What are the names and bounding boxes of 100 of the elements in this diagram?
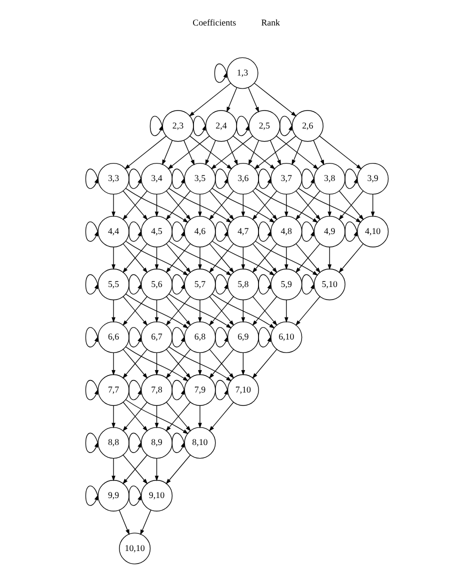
arrow: [252, 349, 278, 379]
arrow: [255, 188, 318, 223]
arrow: [215, 327, 228, 348]
arrow: [154, 300, 159, 323]
arrow: [198, 194, 202, 218]
arrow: [215, 221, 228, 242]
arrow: [124, 136, 167, 170]
arrow: [295, 296, 320, 326]
arrow: [252, 243, 278, 273]
arrow: [150, 116, 163, 136]
arrow: [128, 274, 142, 295]
arrow: [85, 168, 98, 189]
arrow: [270, 140, 281, 166]
arrow: [252, 190, 278, 220]
arrow: [140, 510, 152, 536]
arrow: [241, 194, 246, 218]
arrow: [258, 168, 271, 189]
arrow: [85, 327, 98, 348]
arrow: [328, 194, 332, 218]
arrow: [85, 380, 98, 400]
arrow: [166, 402, 191, 432]
node-circle: 2,4: [205, 110, 237, 142]
arrow: [292, 140, 302, 166]
arrow: [258, 274, 271, 295]
arrow: [280, 116, 292, 136]
arrow: [154, 246, 159, 270]
arrow: [128, 327, 142, 348]
arrow: [125, 346, 188, 382]
arrow: [319, 136, 362, 170]
arrow: [154, 194, 159, 218]
arrow: [344, 168, 358, 189]
arrow: [215, 274, 228, 295]
arrow: [112, 352, 116, 376]
arrow: [205, 140, 216, 166]
node-circle: 8,10: [184, 427, 216, 459]
arrow: [172, 327, 185, 348]
arrow: [112, 405, 116, 428]
arrow: [172, 221, 185, 242]
arrow: [255, 240, 318, 276]
arrow: [112, 246, 116, 270]
arrow: [241, 300, 246, 323]
arrow: [166, 190, 191, 220]
arrow: [215, 380, 228, 400]
node-circle: 8,9: [140, 427, 173, 459]
arrow: [210, 136, 253, 170]
arrow: [85, 486, 98, 506]
arrow: [301, 221, 314, 242]
arrow: [166, 349, 191, 379]
arrow: [128, 221, 142, 242]
arrow: [232, 136, 276, 170]
node-circle: 1,3: [226, 57, 258, 89]
arrow: [125, 188, 188, 223]
node-circle: 8,8: [98, 427, 130, 459]
arrow: [168, 294, 232, 328]
arrow: [190, 136, 232, 170]
arrow: [112, 194, 116, 218]
arrow: [212, 294, 275, 328]
arrow: [85, 274, 98, 295]
arrow: [215, 168, 228, 189]
arrow: [172, 274, 185, 295]
arrow: [128, 168, 142, 189]
arrow: [248, 140, 260, 166]
arrow: [85, 432, 98, 453]
arrow: [212, 240, 275, 276]
arrow: [284, 246, 288, 270]
arrow: [284, 194, 288, 218]
arrow: [128, 486, 142, 506]
arrow: [198, 405, 202, 428]
arrow: [313, 140, 324, 166]
arrow: [338, 190, 364, 220]
arrow: [125, 294, 188, 328]
arrow: [301, 274, 314, 295]
label: Rank: [261, 18, 280, 28]
arrow: [125, 240, 188, 276]
arrow: [209, 402, 234, 432]
label: Coefficients: [192, 18, 236, 28]
arrow: [172, 432, 185, 453]
arrow: [212, 188, 275, 223]
arrow: [166, 454, 191, 484]
arrow: [254, 136, 296, 170]
arrow: [198, 352, 202, 376]
arrow: [370, 194, 375, 218]
arrow: [154, 352, 159, 376]
arrow: [128, 380, 142, 400]
arrow: [188, 82, 231, 117]
arrow: [168, 346, 232, 382]
arrow: [301, 168, 314, 189]
arrow: [276, 136, 319, 170]
arrow: [112, 458, 116, 482]
arrow: [125, 399, 188, 434]
arrow: [198, 300, 202, 323]
arrow: [166, 243, 191, 273]
arrow: [154, 405, 159, 428]
arrow: [284, 300, 288, 323]
arrow: [154, 458, 159, 482]
arrow: [168, 136, 210, 170]
arrow: [298, 188, 362, 223]
arrow: [172, 380, 185, 400]
arrow: [162, 140, 173, 166]
arrow: [112, 300, 116, 323]
